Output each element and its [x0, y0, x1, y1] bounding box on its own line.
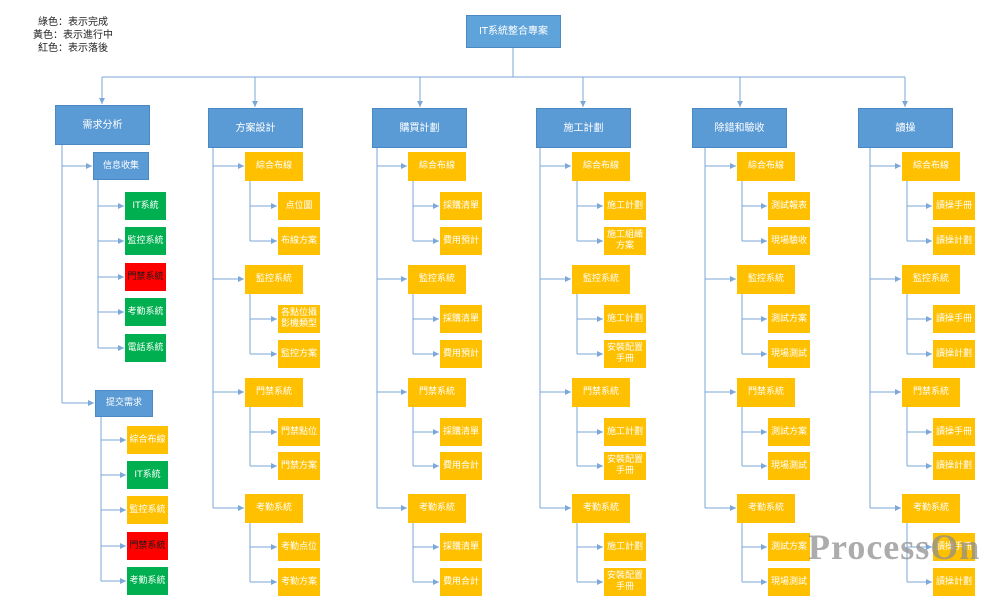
task-node: 採購清單 [440, 305, 482, 333]
root-node: IT系統整合專案 [466, 15, 561, 48]
group-attendance: 考勤系統 [408, 494, 466, 523]
task-node: 讀操計劃 [933, 340, 975, 368]
task-node: 測試方案 [768, 418, 810, 446]
group-attendance: 考勤系統 [245, 494, 303, 523]
group-submit-requirements: 提交需求 [95, 390, 153, 417]
task-node: 監控方案 [278, 340, 320, 368]
task-node: 施工計劃 [604, 418, 646, 446]
task-node: 門禁系統 [127, 532, 168, 560]
task-node: 讀操計劃 [933, 227, 975, 255]
group-cabling: 綜合布線 [408, 152, 466, 181]
task-node: 讀操手冊 [933, 305, 975, 333]
group-access-control: 門禁系統 [737, 378, 795, 407]
branch-training: 讀操 [858, 108, 953, 148]
group-surveillance: 監控系統 [408, 265, 466, 294]
task-node: 施工計劃 [604, 305, 646, 333]
legend-late: 紅色：表示落後 [38, 43, 108, 54]
task-node: 現場驗收 [768, 227, 810, 255]
task-node: 各點位攝影機類型 [278, 305, 320, 333]
group-attendance: 考勤系統 [737, 494, 795, 523]
color-legend: 綠色：表示完成 黃色：表示進行中 紅色：表示落後 [28, 16, 118, 55]
task-node: 安裝配置手冊 [604, 568, 646, 596]
group-cabling: 綜合布線 [572, 152, 630, 181]
group-access-control: 門禁系統 [572, 378, 630, 407]
task-node: 考勤系統 [127, 567, 168, 595]
group-surveillance: 監控系統 [737, 265, 795, 294]
task-node: 讀操計劃 [933, 452, 975, 480]
group-attendance: 考勤系統 [572, 494, 630, 523]
task-node: 測試方案 [768, 533, 810, 561]
group-surveillance: 監控系統 [572, 265, 630, 294]
task-node: 測試方案 [768, 305, 810, 333]
task-node: 採購清單 [440, 192, 482, 220]
task-node: IT系統 [125, 192, 166, 220]
branch-solution-design: 方案設計 [208, 108, 303, 148]
branch-construction-plan: 施工計劃 [536, 108, 631, 148]
branch-purchase-plan: 購買計劃 [372, 108, 467, 148]
task-node: 採購清單 [440, 418, 482, 446]
legend-in-progress: 黃色：表示進行中 [33, 30, 113, 41]
task-node: 讀操手冊 [933, 418, 975, 446]
branch-requirements-analysis: 需求分析 [55, 105, 150, 145]
task-node: 布線方案 [278, 227, 320, 255]
group-access-control: 門禁系統 [902, 378, 960, 407]
group-access-control: 門禁系統 [245, 378, 303, 407]
group-access-control: 門禁系統 [408, 378, 466, 407]
task-node: 費用合計 [440, 568, 482, 596]
task-node: 現場測試 [768, 452, 810, 480]
task-node: 施工計劃 [604, 533, 646, 561]
task-node: 考勤系統 [125, 298, 166, 326]
task-node: 讀操計劃 [933, 568, 975, 596]
group-cabling: 綜合布線 [737, 152, 795, 181]
task-node: 讀操手冊 [933, 533, 975, 561]
task-node: 安裝配置手冊 [604, 452, 646, 480]
task-node: 費用預計 [440, 227, 482, 255]
task-node: 電話系統 [125, 334, 166, 362]
legend-done: 綠色：表示完成 [38, 17, 108, 28]
task-node: 費用合計 [440, 452, 482, 480]
task-node: 門禁系統 [125, 263, 166, 291]
group-cabling: 綜合布線 [902, 152, 960, 181]
task-node: 現場測試 [768, 340, 810, 368]
task-node: 測試報表 [768, 192, 810, 220]
watermark: ProcessOn [808, 527, 981, 567]
task-node: 施工計劃 [604, 192, 646, 220]
task-node: 考勤方案 [278, 568, 320, 596]
task-node: 点位圖 [278, 192, 320, 220]
task-node: 讀操手冊 [933, 192, 975, 220]
task-node: 監控系統 [125, 227, 166, 255]
task-node: 監控系統 [127, 496, 168, 524]
task-node: 安裝配置手冊 [604, 340, 646, 368]
group-information-collection: 信息收集 [93, 152, 149, 180]
task-node: 採購清單 [440, 533, 482, 561]
task-node: 門禁點位 [278, 418, 320, 446]
task-node: 施工組織方案 [604, 227, 646, 255]
task-node: 門禁方案 [278, 452, 320, 480]
group-cabling: 綜合布線 [245, 152, 303, 181]
task-node: IT系統 [127, 461, 168, 489]
branch-debug-acceptance: 除錯和驗收 [692, 108, 787, 148]
task-node: 綜合布線 [127, 426, 168, 454]
group-attendance: 考勤系統 [902, 494, 960, 523]
task-node: 現場測試 [768, 568, 810, 596]
group-surveillance: 監控系統 [245, 265, 303, 294]
task-node: 考勤点位 [278, 533, 320, 561]
task-node: 費用預計 [440, 340, 482, 368]
group-surveillance: 監控系統 [902, 265, 960, 294]
